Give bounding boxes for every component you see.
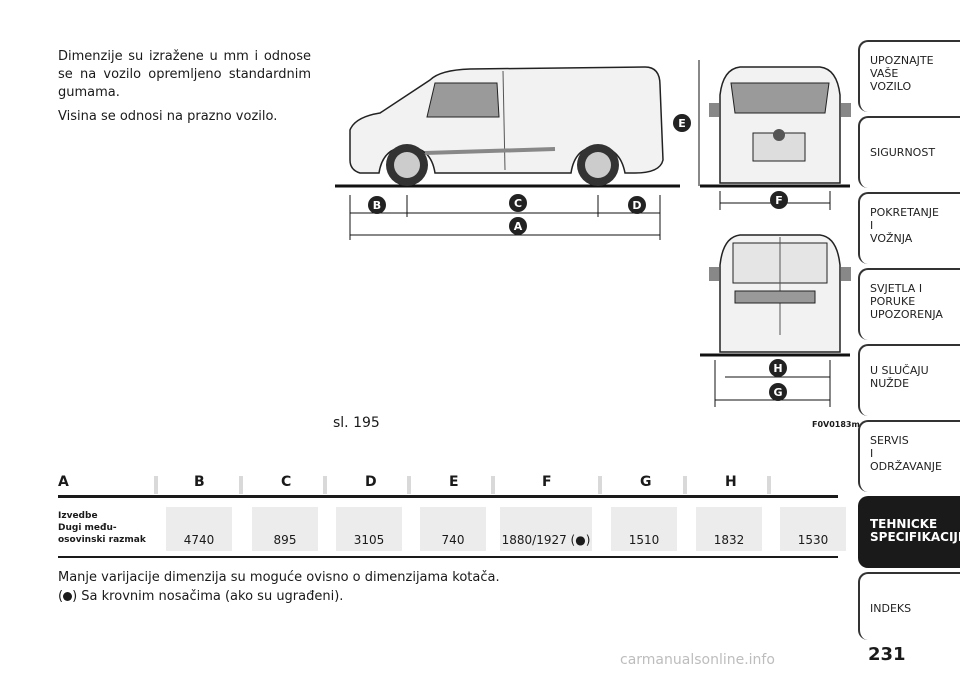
table-header-F: F xyxy=(542,474,552,490)
header-separator xyxy=(683,476,687,494)
table-header-G: G xyxy=(640,474,652,490)
label-F: F xyxy=(775,194,783,207)
table-header-D: D xyxy=(365,474,377,490)
table-cell-H: 1530 xyxy=(780,507,846,551)
table-rule-bottom xyxy=(58,556,838,558)
label-D: D xyxy=(632,199,641,212)
table-cell-A: 4740 xyxy=(166,507,232,551)
intro-paragraph-2: Visina se odnosi na prazno vozilo. xyxy=(58,109,278,124)
header-separator xyxy=(767,476,771,494)
table-cell-G: 1832 xyxy=(696,507,762,551)
header-separator xyxy=(323,476,327,494)
footnote: Manje varijacije dimenzija su moguće ovi… xyxy=(58,568,500,606)
figure-caption: sl. 195 xyxy=(333,415,380,431)
table-header-row: A B C D E F G H xyxy=(58,474,838,494)
footnote-line-2: () Sa krovnim nosačima (ako su ugrađeni)… xyxy=(58,589,344,604)
tab-indeks[interactable]: INDEKS xyxy=(858,572,960,640)
header-separator xyxy=(154,476,158,494)
header-separator xyxy=(491,476,495,494)
watermark: carmanualsonline.info xyxy=(620,652,775,668)
table-header-H: H xyxy=(725,474,737,490)
page-number: 231 xyxy=(868,644,906,665)
label-G: G xyxy=(773,386,782,399)
table-row-label: Izvedbe Dugi među- osovinski razmak xyxy=(58,511,146,545)
tab-sigurnost[interactable]: SIGURNOST xyxy=(858,116,960,188)
table-header-C: C xyxy=(281,474,292,490)
intro-text: Dimenzije su izražene u mm i odnose se n… xyxy=(58,48,311,132)
table-cell-B: 895 xyxy=(252,507,318,551)
label-E: E xyxy=(678,117,686,130)
intro-paragraph-1: Dimenzije su izražene u mm i odnose se n… xyxy=(58,49,311,100)
table-cell-F: 1510 xyxy=(611,507,677,551)
table-rule-top xyxy=(58,495,838,498)
footnote-line-1: Manje varijacije dimenzija su moguće ovi… xyxy=(58,570,500,585)
label-C: C xyxy=(514,197,522,210)
header-separator xyxy=(598,476,602,494)
table-header-B: B xyxy=(194,474,205,490)
table-cell-D: 740 xyxy=(420,507,486,551)
table-header-A: A xyxy=(58,474,69,490)
table-cell-C: 3105 xyxy=(336,507,402,551)
bullet-icon xyxy=(63,592,73,601)
header-separator xyxy=(239,476,243,494)
label-A: A xyxy=(514,220,523,233)
header-separator xyxy=(407,476,411,494)
label-H: H xyxy=(773,362,782,375)
figure-code: F0V0183m xyxy=(812,420,860,429)
table-header-E: E xyxy=(449,474,459,490)
table-cell-E: 1880/1927 (●) xyxy=(500,507,592,551)
label-B: B xyxy=(373,199,381,212)
vehicle-dimensions-figure: E B C D A F H G xyxy=(335,60,851,407)
